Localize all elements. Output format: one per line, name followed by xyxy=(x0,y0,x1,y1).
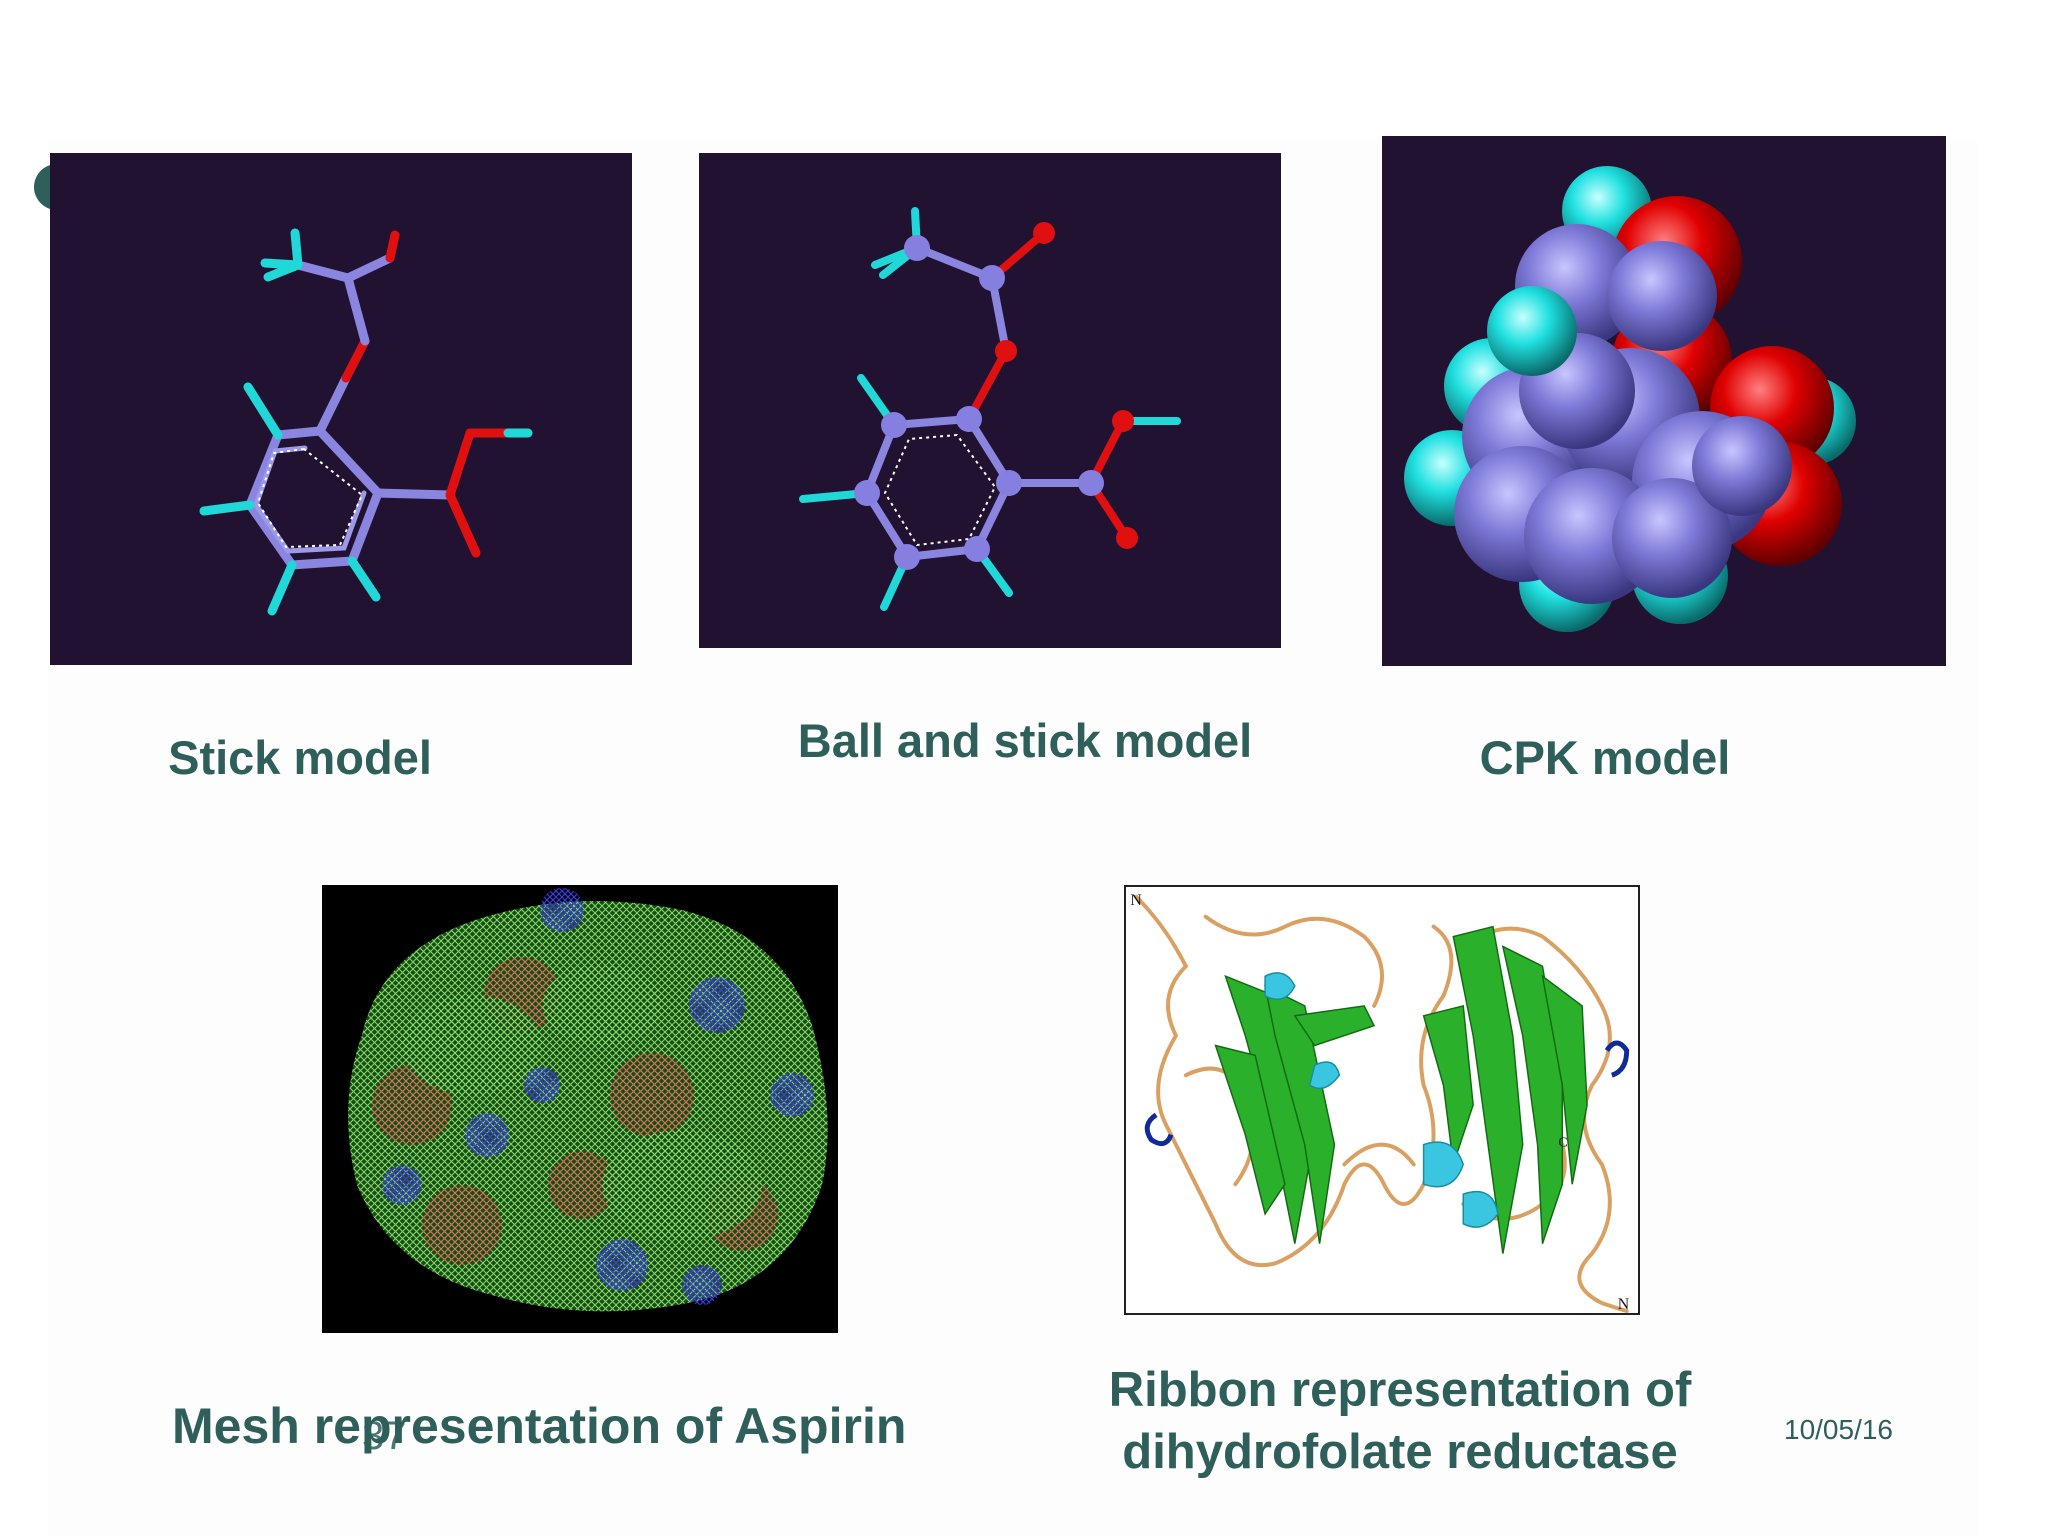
ribbon-caption-line-1: Ribbon representation of xyxy=(1108,1363,1692,1417)
mesh-figure xyxy=(348,888,828,1312)
ribbon-representation-image: N N C xyxy=(1124,885,1640,1315)
cpk-model-figure xyxy=(1404,166,1856,632)
slide-number: 37 xyxy=(362,1414,407,1458)
stick-model-figure xyxy=(199,228,533,616)
ribbon-caption-line-2: dihydrofolate reductase xyxy=(1122,1425,1678,1479)
ribbon-label-n-bottom: N xyxy=(1618,1296,1630,1313)
ribbon-label-n-top: N xyxy=(1130,892,1142,909)
mesh-caption: Mesh representation of Aspirin xyxy=(172,1398,907,1454)
slide-date: 10/05/16 xyxy=(1784,1414,1893,1445)
cpk-model-caption: CPK model xyxy=(1479,731,1731,784)
ball-and-stick-caption: Ball and stick model xyxy=(797,714,1253,767)
ribbon-label-c: C xyxy=(1558,1135,1567,1150)
ball-and-stick-figure xyxy=(799,207,1181,611)
stick-model-caption: Stick model xyxy=(168,731,432,784)
mesh-representation-image xyxy=(322,885,838,1333)
cpk-model-image xyxy=(1382,136,1946,666)
ribbon-figure: N N C xyxy=(1130,892,1630,1313)
ball-and-stick-model-image xyxy=(699,153,1281,648)
stick-model-image xyxy=(50,153,632,665)
